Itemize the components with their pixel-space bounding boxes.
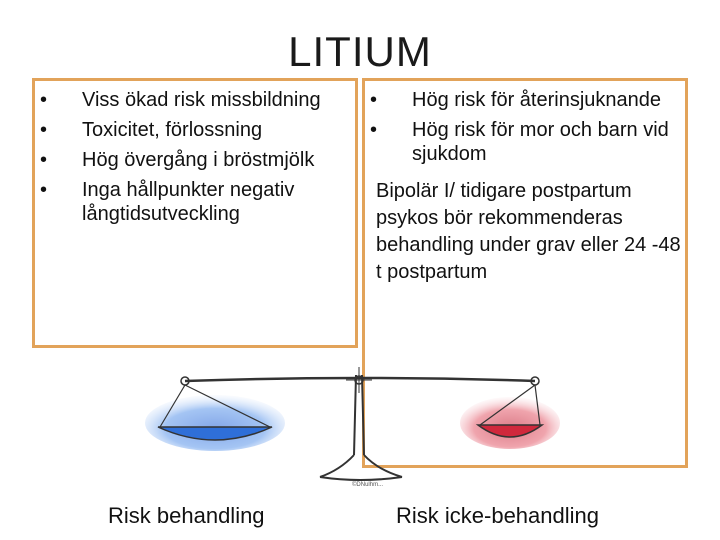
right-bullet-list: • Hög risk för återinsjuknande • Hög risk … [370, 88, 680, 172]
left-frame [32, 78, 358, 348]
bullet-text: Viss ökad risk missbildning [82, 89, 321, 111]
list-item: • Viss ökad risk missbildning [40, 88, 350, 112]
recommendation-note: Bipolär I/ tidigare postpartum psykos bö… [376, 180, 681, 283]
right-frame [362, 78, 688, 468]
bullet-icon: • [40, 149, 48, 171]
list-item: • Hög risk för återinsjuknande [370, 88, 680, 112]
right-pan-strings [479, 384, 541, 426]
list-item: • Hög övergång i bröstmjölk [40, 148, 350, 172]
caption-right: Risk icke-behandling [396, 503, 599, 528]
bullet-text: Inga hållpunkter negativ långtidsutveckl… [82, 179, 295, 225]
bullet-icon: • [370, 89, 378, 111]
list-item: • Toxicitet, förlossning [40, 118, 350, 142]
bullet-icon: • [370, 119, 378, 141]
pivot-cross [346, 367, 372, 393]
bullet-text: Hög risk för återinsjuknande [412, 89, 662, 111]
scale-beam [184, 376, 536, 383]
bullet-text: Toxicitet, förlossning [82, 119, 263, 141]
right-pan-glow [460, 397, 560, 449]
balance-scale-icon [145, 367, 560, 481]
caption-left: Risk behandling [108, 503, 265, 528]
list-item: • Inga hållpunkter negativ långtidsutveck… [40, 178, 350, 226]
left-pan-glow [145, 395, 285, 451]
scale-base [319, 454, 403, 481]
left-pan-strings [159, 384, 271, 428]
left-pan [157, 426, 273, 441]
list-item: • Hög risk för mor och barn vid sjukdom [370, 118, 680, 166]
left-bullet-list: • Viss ökad risk missbildning • Toxicitet,… [40, 88, 350, 232]
bullet-text: Hög risk för mor och barn vid sjukdom [412, 119, 669, 165]
bullet-icon: • [40, 119, 48, 141]
scale-pillar [353, 374, 365, 456]
slide-title: LITIUM [288, 28, 432, 75]
bullet-text: Hög övergång i bröstmjölk [82, 149, 315, 171]
right-pan [475, 424, 545, 438]
bullet-icon: • [40, 89, 48, 111]
illustration-credit: ©DNulhm... [352, 482, 384, 488]
bullet-icon: • [40, 179, 48, 201]
